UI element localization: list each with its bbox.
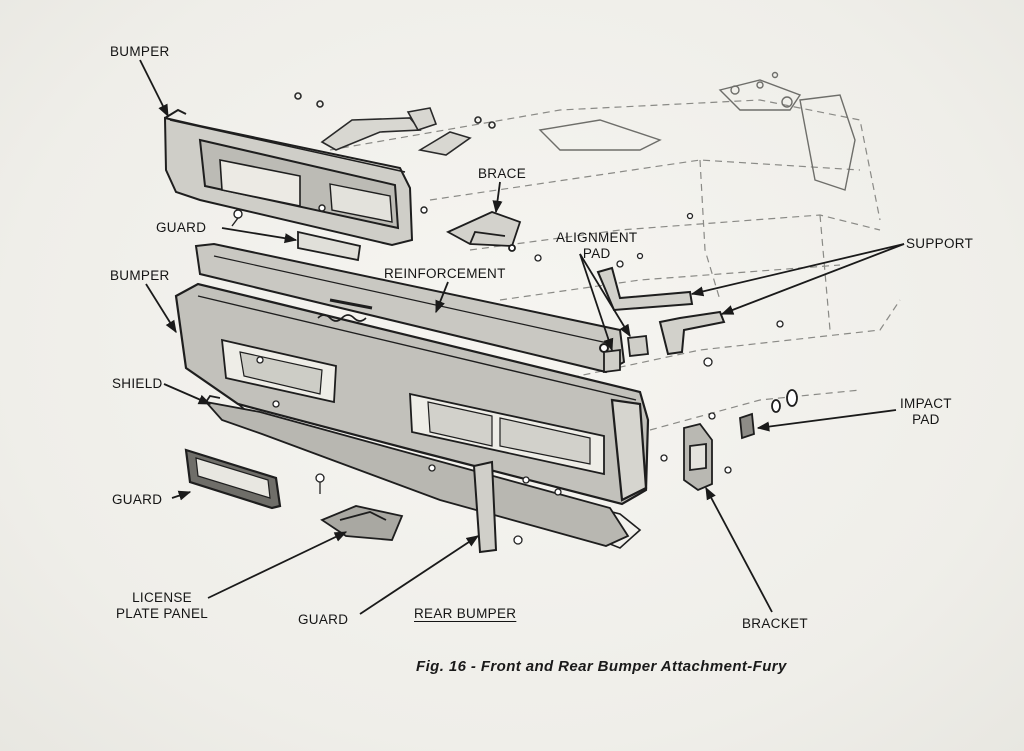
alignment-pads [603, 335, 649, 374]
frame-hardware-top [538, 71, 856, 191]
leader-reinforcement [435, 281, 449, 314]
leader-support-a [690, 243, 905, 297]
label-license-plate-panel: LICENSE PLATE PANEL [116, 590, 209, 621]
leader-guard-front [221, 227, 298, 244]
label-guard-front: GUARD [156, 220, 207, 235]
figure-caption: Fig. 16 - Front and Rear Bumper Attachme… [416, 658, 787, 675]
front-guard-part [297, 230, 362, 262]
front-bumper-bolts [231, 204, 428, 227]
label-bracket: BRACKET [742, 616, 808, 631]
label-rear-bumper: REAR BUMPER [414, 606, 517, 621]
leader-alignment-pad-b [579, 253, 614, 352]
label-reinforcement: REINFORCEMENT [384, 266, 506, 281]
leader-bracket [705, 486, 773, 613]
label-guard-left: GUARD [112, 492, 163, 507]
label-alignment-pad: ALIGNMENT PAD [556, 230, 638, 261]
vehicle-frame-outline [329, 99, 901, 431]
rear-bumper [174, 282, 650, 549]
leader-support-b [720, 243, 905, 315]
upper-mounting-brackets [294, 92, 496, 156]
leader-guard-left [171, 490, 192, 501]
leader-shield [163, 383, 212, 405]
rear-guard-part [472, 460, 498, 554]
leader-bumper-front [139, 59, 169, 118]
brace-part [445, 211, 522, 252]
label-shield: SHIELD [112, 376, 163, 391]
leader-lines [139, 59, 905, 615]
label-guard-rear: GUARD [298, 612, 349, 627]
front-bumper [163, 108, 414, 247]
leader-brace [492, 181, 503, 214]
leader-bumper-rear [145, 283, 177, 334]
left-guard-part [184, 448, 282, 510]
leader-license-plate [207, 531, 348, 599]
leader-impact-pad [756, 409, 897, 432]
label-support: SUPPORT [906, 236, 974, 251]
label-brace: BRACE [478, 166, 527, 181]
support-parts [596, 266, 726, 356]
impact-pad-and-bracket [683, 389, 798, 492]
label-impact-pad: IMPACT PAD [900, 396, 952, 427]
license-plate-panel-part [320, 505, 404, 541]
leader-guard-rear [359, 535, 480, 615]
label-bumper-front: BUMPER [110, 44, 170, 59]
label-bumper-rear: BUMPER [110, 268, 170, 283]
leader-alignment-pad-a [579, 253, 631, 338]
misc-fasteners [256, 212, 784, 545]
